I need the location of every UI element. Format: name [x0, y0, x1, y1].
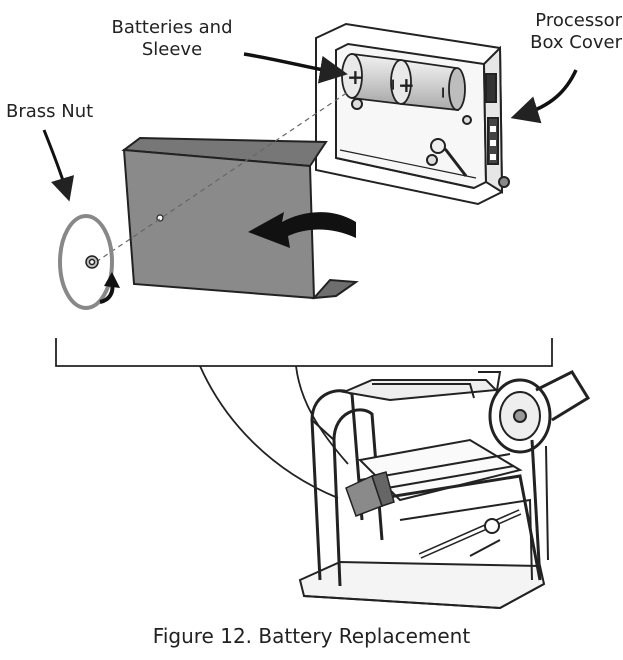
- label-processor-line2: Box Cover: [530, 32, 622, 53]
- battery-positive-2: +: [398, 73, 415, 97]
- brass-nut-pointer-arrow: [42, 129, 75, 202]
- exercise-machine: [298, 370, 591, 610]
- cover-plate: [121, 136, 359, 300]
- figure-caption: Figure 12. Battery Replacement: [152, 624, 471, 648]
- label-processor-box-cover: Processor Box Cover: [520, 10, 622, 54]
- label-batteries-and-sleeve: Batteries and Sleeve: [104, 17, 240, 61]
- rotate-arrow-head: [104, 272, 120, 288]
- label-batteries-line2: Sleeve: [141, 39, 203, 60]
- processor-box-on-machine: [345, 471, 395, 517]
- processor-pointer-arrow: [510, 69, 578, 124]
- processor-box: [315, 22, 510, 206]
- label-batteries-line1: Batteries and: [111, 17, 233, 38]
- brass-nut: [58, 214, 114, 310]
- battery-negative-2: −: [434, 86, 453, 99]
- alignment-dashed-line: [95, 91, 349, 263]
- battery-positive-1: +: [347, 65, 364, 89]
- insert-arrow: [248, 212, 356, 248]
- batteries-and-sleeve: [341, 52, 466, 112]
- battery-negative-1: −: [384, 78, 403, 91]
- label-processor-line1: Processor: [535, 10, 622, 31]
- batteries-pointer-arrow: [243, 52, 348, 84]
- label-brass-nut: Brass Nut: [6, 101, 94, 122]
